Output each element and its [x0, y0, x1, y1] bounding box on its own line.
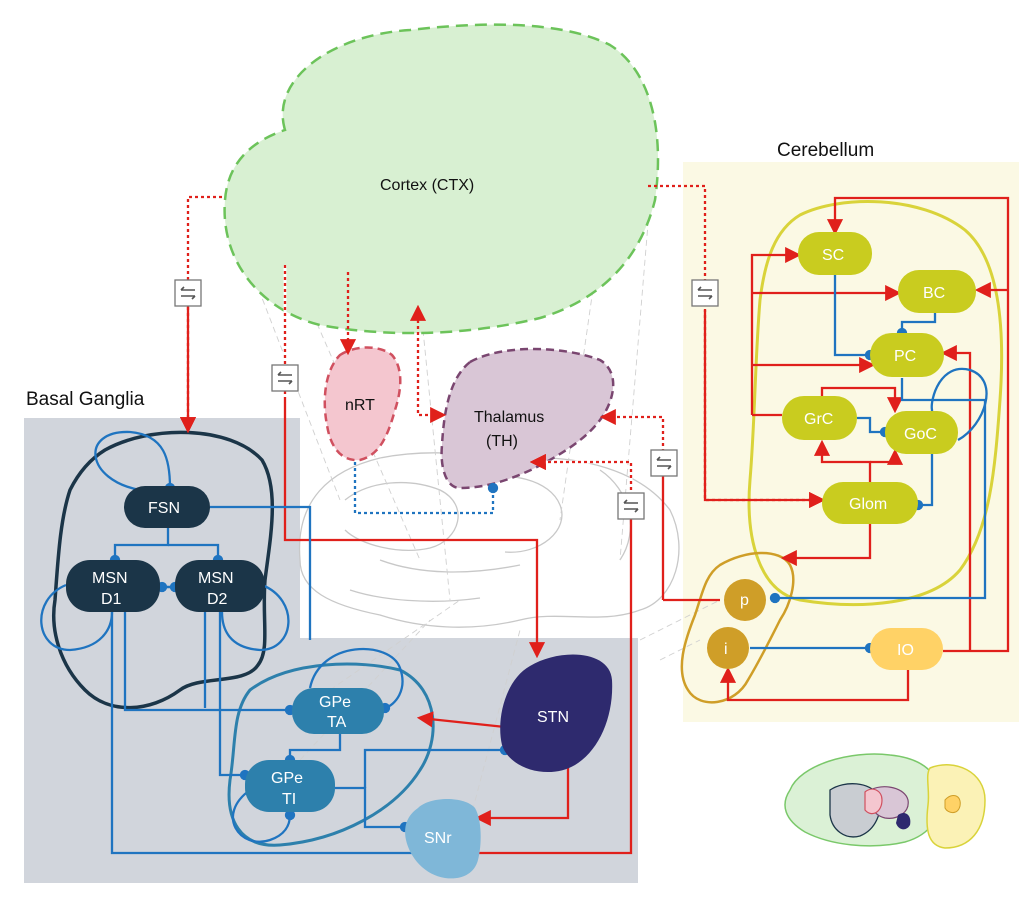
node-sc-label: SC	[822, 247, 844, 264]
nrt-region	[323, 346, 402, 462]
glom-to-grc	[813, 439, 872, 482]
ctx-to-stn	[283, 265, 546, 659]
brain-thumbnail	[784, 753, 986, 849]
cortex-region	[223, 23, 660, 335]
node-goc	[885, 411, 958, 454]
node-fsn-label: FSN	[148, 500, 180, 517]
stn-to-gpe-ta	[416, 711, 506, 729]
node-gpe-ti-label1: GPe	[271, 770, 303, 787]
node-fsn	[124, 486, 210, 528]
glom-to-goc	[870, 448, 904, 465]
node-io	[870, 628, 943, 670]
node-goc-label: GoC	[904, 426, 937, 443]
thalamus-label-line2: (TH)	[486, 433, 518, 450]
node-bc-label: BC	[923, 285, 945, 302]
bidirectional-arrows-icon	[174, 279, 719, 520]
node-msn-d1-label1: MSN	[92, 570, 128, 587]
nrt-label: nRT	[345, 397, 375, 414]
node-snr-label: SNr	[424, 830, 452, 847]
gpe-outline	[227, 662, 435, 847]
grc-to-sc	[750, 246, 802, 415]
striatum-outline	[52, 430, 275, 710]
node-sc	[798, 232, 872, 275]
cortex-label: Cortex (CTX)	[380, 177, 474, 194]
io-to-cb-top	[826, 196, 1010, 653]
thalamus-label-line1: Thalamus	[474, 409, 544, 426]
node-msn-d1	[66, 560, 160, 612]
node-stn-label: STN	[537, 709, 569, 726]
cerebellar-cortex-outline	[747, 199, 1004, 607]
node-grc	[782, 396, 857, 440]
node-gpe-ta-label1: GPe	[319, 694, 351, 711]
io-to-i	[719, 666, 910, 702]
node-bc	[898, 270, 976, 313]
node-glom	[822, 482, 918, 524]
node-msn-d1-label2: D1	[101, 591, 122, 608]
glom-down-to-p	[780, 523, 872, 567]
node-gpe-ti	[245, 760, 335, 812]
basal-ganglia-title: Basal Ganglia	[26, 389, 145, 410]
cb-to-thalamus	[599, 408, 665, 452]
node-snr	[405, 799, 481, 879]
node-pc	[870, 333, 944, 377]
io-to-pc	[940, 344, 972, 651]
node-stn	[500, 654, 613, 773]
node-gpe-ti-label2: TI	[282, 791, 296, 808]
ctx-to-striatum	[179, 195, 222, 434]
node-i-label: i	[724, 641, 728, 658]
node-glom-label: Glom	[849, 496, 887, 513]
inhibitory-connections	[40, 275, 988, 859]
node-msn-d2-label1: MSN	[198, 570, 234, 587]
node-msn-d2	[175, 560, 265, 612]
node-msn-d2-label2: D2	[207, 591, 228, 608]
cerebellum-title: Cerebellum	[777, 140, 874, 161]
node-grc-label: GrC	[804, 411, 833, 428]
node-gpe-ta	[292, 688, 384, 734]
node-i	[707, 627, 749, 669]
stn-to-snr	[474, 755, 570, 827]
excitatory-connections	[179, 184, 1010, 855]
node-pc-label: PC	[894, 348, 916, 365]
node-p-label: p	[740, 592, 749, 609]
node-p	[724, 579, 766, 621]
node-io-label: IO	[897, 642, 914, 659]
node-gpe-ta-label2: TA	[327, 714, 347, 731]
